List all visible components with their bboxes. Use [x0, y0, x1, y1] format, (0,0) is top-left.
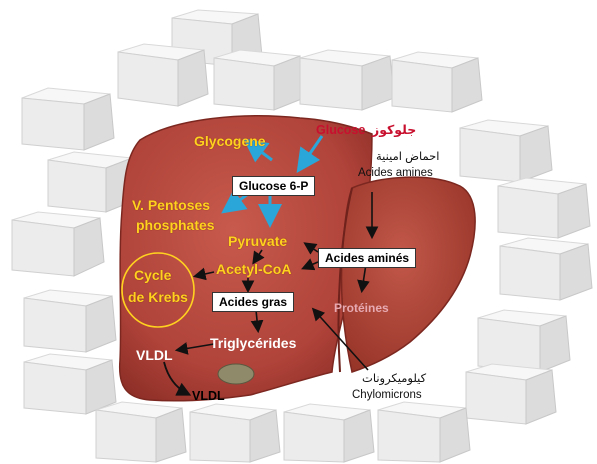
glycogene-label: Glycogene: [194, 134, 266, 148]
sugar-cube: [466, 364, 556, 424]
sugar-cube: [190, 404, 280, 462]
sugar-cube: [460, 120, 552, 182]
cycle-krebs-line2: de Krebs: [128, 290, 188, 304]
chylomicrons-fr: Chylomicrons: [352, 390, 422, 402]
sugar-cube: [478, 310, 570, 372]
triglycerides-label: Triglycérides: [210, 336, 296, 350]
gallbladder: [218, 364, 254, 384]
glucose-label-ar: جلوكوز: [372, 124, 416, 137]
pentoses-line2: phosphates: [136, 218, 215, 232]
glucose-label-fr: Glucose: [316, 124, 365, 137]
cycle-krebs-line1: Cycle: [134, 268, 171, 282]
sugar-cube: [392, 52, 482, 112]
sugar-cube: [378, 402, 470, 462]
acides-amines-box: Acides aminés: [318, 248, 416, 268]
sugar-cube: [498, 178, 590, 238]
vldl-out-label: VLDL: [192, 390, 225, 403]
vldl-liver-label: VLDL: [136, 348, 173, 362]
sugar-cube: [22, 88, 114, 150]
acides-gras-box: Acides gras: [212, 292, 294, 312]
sugar-cube: [24, 354, 116, 414]
pyruvate-label: Pyruvate: [228, 234, 287, 248]
sugar-cube: [284, 404, 374, 462]
liver-left-lobe: [342, 177, 476, 372]
sugar-cube: [214, 50, 304, 110]
pentoses-line1: V. Pentoses: [132, 198, 210, 212]
sugar-cube: [300, 50, 394, 110]
glucose6p-box: Glucose 6-P: [232, 176, 315, 196]
acides-amines-fr: Acides amines: [358, 168, 433, 180]
sugar-cube: [96, 402, 186, 462]
sugar-cube: [24, 290, 116, 352]
acetyl-coa-label: Acetyl-CoA: [216, 262, 291, 276]
acides-amines-ar: احماض امينية: [376, 152, 440, 164]
sugar-cube: [500, 238, 592, 300]
proteines-label: Protéines: [334, 302, 389, 314]
sugar-cube: [12, 212, 104, 276]
chylomicrons-ar: كيلوميكرونات: [362, 374, 426, 386]
sugar-cube: [118, 44, 208, 106]
